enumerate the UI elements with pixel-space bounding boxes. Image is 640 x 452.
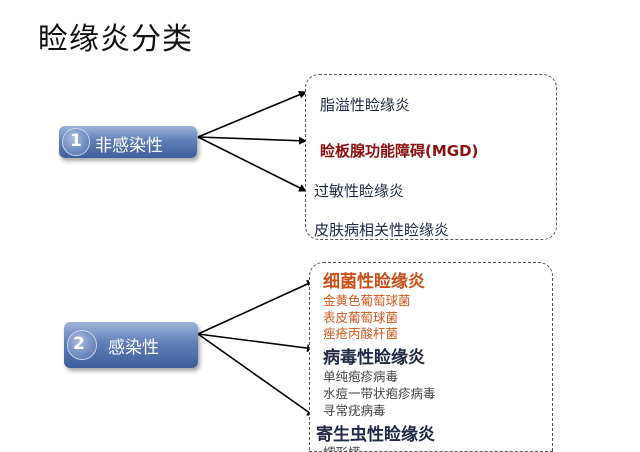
arrow-2-c <box>197 333 315 417</box>
list-item: 皮肤病相关性睑缘炎 <box>314 221 450 239</box>
node-infectious: 2 感染性 <box>64 322 198 368</box>
sub-item: 痤疮丙酸杆菌 <box>323 326 399 341</box>
arrow-2-b <box>197 333 315 353</box>
sub-item: 水痘一带状疱疹病毒 <box>323 386 436 401</box>
category-heading: 细菌性睑缘炎 <box>323 272 425 292</box>
arrow-1-c <box>197 136 307 192</box>
node-number-badge <box>62 128 90 156</box>
infectious-list-box: 细菌性睑缘炎 金黄色葡萄球菌 表皮葡萄球菌 痤疮丙酸杆菌 病毒性睑缘炎 单纯疱疹… <box>309 262 553 452</box>
arrow-1-b <box>197 136 307 145</box>
non-infectious-list-box: 脂溢性睑缘炎 睑板腺功能障碍(MGD) 过敏性睑缘炎 皮肤病相关性睑缘炎 <box>305 74 557 240</box>
sub-item: 金黄色葡萄球菌 <box>323 293 411 308</box>
arrow-2-a <box>197 280 315 335</box>
list-item: 过敏性睑缘炎 <box>314 182 405 200</box>
node-number: 2 <box>73 334 85 354</box>
node-label: 非感染性 <box>95 136 163 156</box>
node-number: 1 <box>70 131 82 151</box>
sub-item: 单纯疱疹病毒 <box>323 369 399 384</box>
node-label: 感染性 <box>108 338 159 358</box>
category-heading: 寄生虫性睑缘炎 <box>316 425 435 445</box>
node-non-infectious: 1 非感染性 <box>59 126 197 158</box>
arrow-1-a <box>197 91 307 138</box>
page-title: 睑缘炎分类 <box>38 22 193 57</box>
list-item: 睑板腺功能障碍(MGD) <box>320 142 479 160</box>
sub-item: 表皮葡萄球菌 <box>323 310 399 325</box>
sub-item: 蠕形螨 <box>323 442 361 451</box>
node-number-badge <box>67 330 97 360</box>
list-item: 脂溢性睑缘炎 <box>320 96 411 114</box>
category-heading: 病毒性睑缘炎 <box>323 348 425 368</box>
sub-item: 寻常疣病毒 <box>323 403 386 418</box>
